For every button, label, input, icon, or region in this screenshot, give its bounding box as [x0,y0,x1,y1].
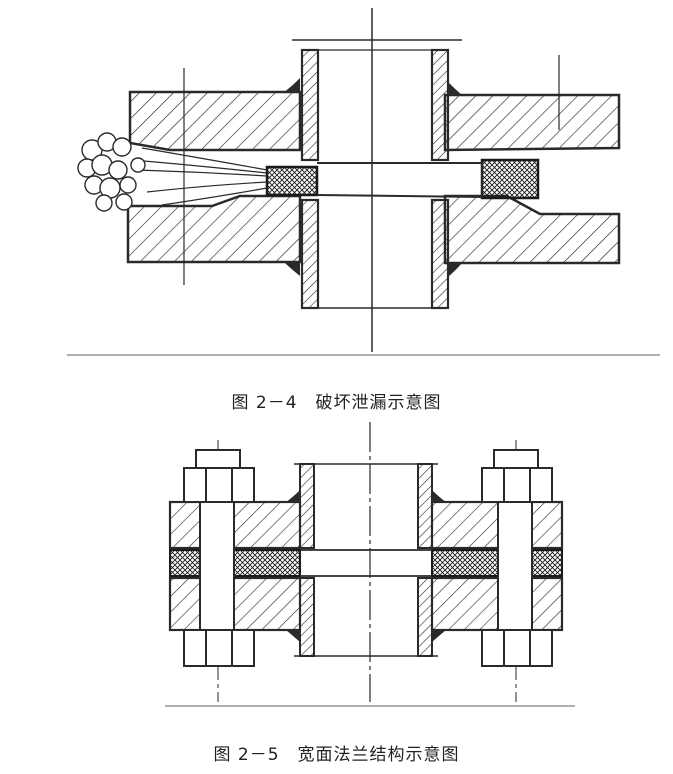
weld2-upper-left [286,490,300,502]
pipe2-wall-lower-right [417,577,433,657]
wide-face-flange-diagram [165,422,575,707]
weld2-lower-right [432,630,446,642]
lower-left-flange [126,194,302,264]
pipe-wall-lower-left [300,198,320,310]
weld-lower-right [448,263,462,277]
gasket-left [265,165,319,197]
leak-cloud [77,132,146,212]
bolt-left [183,449,255,667]
pipe-wall-upper-left [300,48,320,162]
figure1-caption: 图 2－4 破坏泄漏示意图 [231,393,442,413]
pipe2-wall-lower-left [299,577,315,657]
weld-lower-left [284,262,300,276]
leak-jet [131,147,268,206]
bolt-right [481,449,553,667]
pipe-wall-upper-right [430,48,450,162]
lower-right-flange [443,194,621,265]
weld2-lower-left [286,630,300,642]
weld-upper-right [448,82,462,95]
gasket-right [480,158,540,200]
pipe2-wall-upper-right [417,463,433,549]
upper-right-flange [443,93,621,152]
figure2-caption: 图 2－5 宽面法兰结构示意图 [213,745,460,765]
pipe-wall-lower-right [430,198,450,310]
weld2-upper-right [432,490,446,502]
leak-failure-diagram [67,8,660,356]
bore-gap [316,162,483,199]
upper-left-flange [128,90,302,152]
weld-upper-left [284,78,300,92]
pipe2-wall-upper-left [299,463,315,549]
